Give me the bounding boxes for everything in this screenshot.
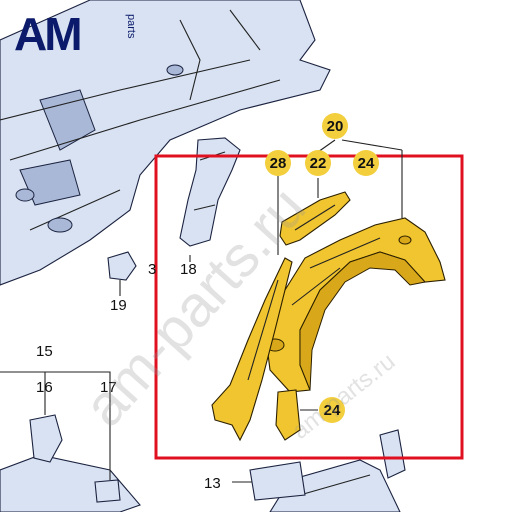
callout-24-bottom-label: 24 [324,402,341,419]
callout-17[interactable]: 17 [100,379,117,396]
callout-3[interactable]: 3 [148,261,156,278]
callout-20-label: 20 [327,118,344,135]
callout-22-label: 22 [310,155,327,172]
small-bracket-right [379,429,406,479]
callout-13[interactable]: 13 [204,475,221,492]
part-16 [29,395,63,463]
part-19-clip [107,251,137,296]
floor-pan [0,0,331,286]
part-15-bracket-line [0,371,111,395]
callout-18[interactable]: 18 [180,261,197,278]
callout-16[interactable]: 16 [36,379,53,396]
callout-24-top-label: 24 [358,155,375,172]
callout-15[interactable]: 15 [36,343,53,360]
callout-20[interactable]: 20 [322,113,348,139]
logo-text: AM [14,8,80,60]
logo-sub: parts [125,14,137,39]
callout-22[interactable]: 22 [305,150,331,176]
callout-19[interactable]: 19 [110,297,127,314]
panel-28[interactable] [211,257,293,442]
part-18-bracket [179,137,241,247]
am-parts-logo: AM parts [14,8,137,60]
callout-28[interactable]: 28 [265,150,291,176]
part-17 [94,395,121,503]
bracket-24-lower[interactable] [275,389,301,441]
callout-24-top[interactable]: 24 [353,150,379,176]
callout-28-label: 28 [270,155,287,172]
callout-24-bottom[interactable]: 24 [319,397,345,423]
leader-lines [189,139,403,411]
rear-rail [0,454,401,512]
bracket-22[interactable] [279,191,351,246]
part-13 [232,461,306,501]
